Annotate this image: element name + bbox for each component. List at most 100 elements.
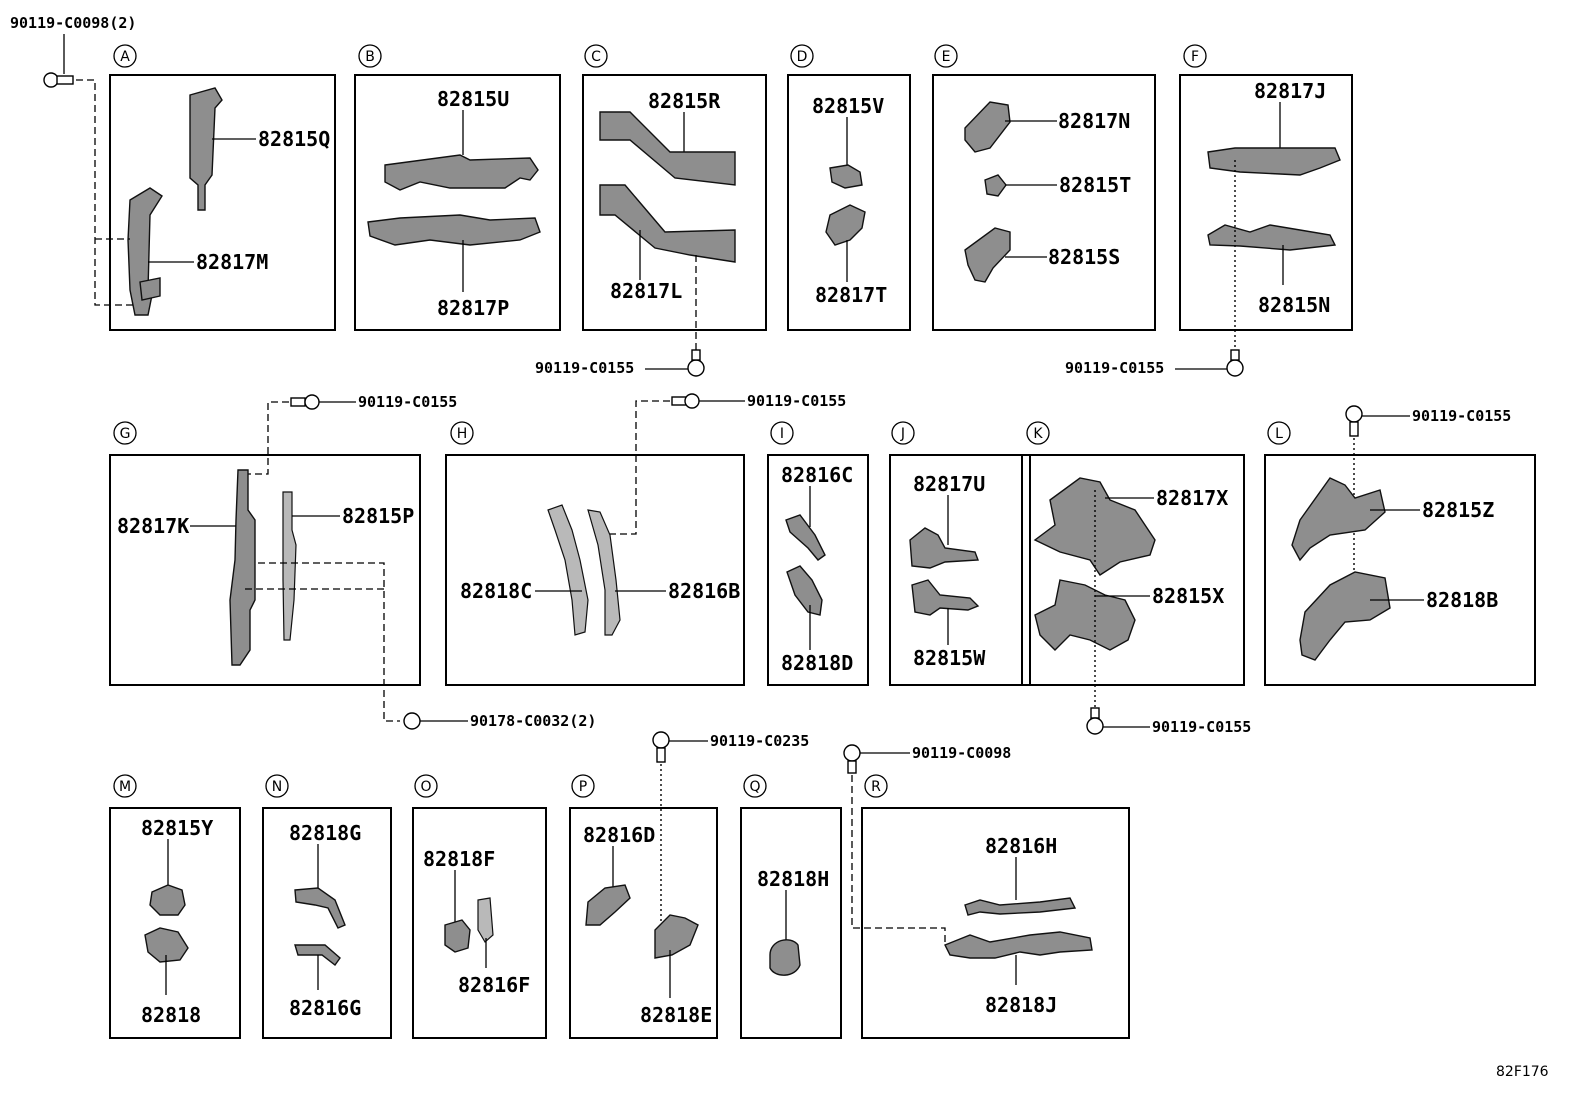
section-letter-o: O bbox=[420, 779, 431, 795]
part-82816g-label: 82816G bbox=[289, 996, 361, 1020]
section-n-frame bbox=[262, 807, 392, 1039]
section-letter-l: L bbox=[1275, 426, 1283, 442]
fastener-label-9: 90119-C0235 bbox=[710, 732, 809, 750]
section-f: F 82817J 82815N bbox=[1179, 44, 1353, 352]
section-letter-h: H bbox=[457, 426, 468, 442]
section-letter-b: B bbox=[365, 49, 375, 65]
bolt-shank-icon bbox=[290, 397, 306, 407]
bolt-icon bbox=[843, 744, 861, 762]
section-k: K 82817X 82815X bbox=[1021, 421, 1245, 712]
bracket-82817j-shape bbox=[1207, 147, 1341, 176]
section-f-frame bbox=[1179, 74, 1353, 331]
part-82817k-label: 82817K bbox=[117, 514, 189, 538]
section-letter-d: D bbox=[797, 49, 808, 65]
fastener-label-5: 90178-C0032(2) bbox=[470, 712, 596, 730]
bracket-82815q-shape bbox=[189, 87, 223, 211]
bolt-shank-icon bbox=[1349, 421, 1359, 437]
section-g-frame bbox=[109, 454, 421, 686]
section-q: Q 82818H bbox=[740, 774, 842, 1039]
clip-82818f-shape bbox=[444, 919, 471, 953]
section-letter-r: R bbox=[871, 779, 881, 795]
part-82817u-label: 82817U bbox=[913, 472, 985, 496]
section-j: J 82817U 82815W bbox=[889, 421, 1031, 686]
bolt-icon bbox=[1345, 405, 1363, 423]
fastener-label-8: 90119-C0155 bbox=[1412, 407, 1511, 425]
part-82817l-label: 82817L bbox=[610, 279, 682, 303]
fastener-label-3: 90119-C0155 bbox=[1065, 359, 1164, 377]
part-82818g-label: 82818G bbox=[289, 821, 361, 845]
part-82817t-label: 82817T bbox=[815, 283, 887, 307]
fastener-f-90119-c0155: 90119-C0155 bbox=[1065, 349, 1244, 377]
section-n: N 82818G 82816G bbox=[262, 774, 392, 1039]
part-82818j-label: 82818J bbox=[985, 993, 1057, 1017]
section-r-frame bbox=[861, 807, 1130, 1039]
fastener-c-90119-c0155: 90119-C0155 bbox=[535, 349, 705, 377]
part-82818c-label: 82818C bbox=[460, 579, 532, 603]
bracket-82818d-shape bbox=[786, 565, 823, 616]
part-82815n-label: 82815N bbox=[1258, 293, 1330, 317]
section-o-frame bbox=[412, 807, 547, 1039]
section-l: L 82815Z 82818B bbox=[1264, 421, 1536, 686]
section-letter-c: C bbox=[591, 49, 601, 65]
section-letter-q: Q bbox=[749, 779, 760, 795]
bracket-82817l-shape bbox=[599, 184, 736, 263]
section-m-frame bbox=[109, 807, 241, 1039]
part-82815t-label: 82815T bbox=[1059, 173, 1131, 197]
section-letter-e: E bbox=[942, 49, 951, 65]
bracket-82815x-shape bbox=[1034, 579, 1136, 651]
section-r: R 82816H 82818J bbox=[861, 774, 1130, 1039]
clip-82816f-shape bbox=[477, 897, 494, 943]
section-g: G 82817K 82815P bbox=[109, 421, 421, 722]
bracket-82816d-shape bbox=[585, 884, 631, 926]
part-82815q-label: 82815Q bbox=[258, 127, 330, 151]
bracket-82816b-shape bbox=[587, 509, 621, 636]
section-h-frame bbox=[445, 454, 745, 686]
clip-82815y-shape bbox=[149, 884, 186, 916]
part-82815v-label: 82815V bbox=[812, 94, 884, 118]
part-82818f-label: 82818F bbox=[423, 847, 495, 871]
section-d-frame bbox=[787, 74, 911, 331]
bracket-82817t-shape bbox=[825, 204, 866, 246]
part-82818h-label: 82818H bbox=[757, 867, 829, 891]
part-82816d-label: 82816D bbox=[583, 823, 655, 847]
section-letter-k: K bbox=[1033, 426, 1043, 442]
bracket-82815u-shape bbox=[384, 154, 539, 191]
fastener-g-90119-c0155: 90119-C0155 bbox=[248, 393, 457, 475]
section-letter-p: P bbox=[579, 779, 587, 795]
bolt-icon bbox=[304, 394, 320, 410]
section-letter-g: G bbox=[120, 426, 131, 442]
part-82818e-label: 82818E bbox=[640, 1003, 712, 1027]
section-h: H 82818C 82816B bbox=[445, 421, 745, 686]
bolt-icon bbox=[687, 359, 705, 377]
section-b-frame bbox=[354, 74, 561, 331]
bracket-82817m-foot-shape bbox=[139, 277, 161, 301]
part-82816b-label: 82816B bbox=[668, 579, 740, 603]
bracket-82818c-shape bbox=[547, 504, 589, 636]
section-j-frame bbox=[889, 454, 1031, 686]
clip-82818h-shape bbox=[769, 939, 801, 976]
section-c: C 82815R 82817L bbox=[582, 44, 767, 352]
bracket-82817k-shape bbox=[229, 469, 256, 666]
section-a-frame bbox=[109, 74, 336, 331]
part-82817x-label: 82817X bbox=[1156, 486, 1228, 510]
fastener-label-6: 90119-C0155 bbox=[747, 392, 846, 410]
part-82815u-label: 82815U bbox=[437, 87, 509, 111]
section-a: A 82815Q 82817M bbox=[76, 44, 336, 331]
part-82815w-label: 82815W bbox=[913, 646, 986, 670]
part-82818b-label: 82818B bbox=[1426, 588, 1498, 612]
bolt-shank-icon bbox=[1090, 707, 1100, 719]
section-c-frame bbox=[582, 74, 767, 331]
fastener-r-90119-c0098: 90119-C0098 bbox=[843, 744, 1011, 945]
fastener-label-1: 90119-C0098(2) bbox=[10, 14, 136, 32]
section-e-frame bbox=[932, 74, 1156, 331]
part-82815z-label: 82815Z bbox=[1422, 498, 1494, 522]
part-82815p-label: 82815P bbox=[342, 504, 414, 528]
section-letter-n: N bbox=[272, 779, 282, 795]
section-p: P 82816D 82818E bbox=[569, 774, 718, 1039]
bracket-82818j-shape bbox=[944, 931, 1093, 959]
bracket-82818b-shape bbox=[1299, 571, 1391, 661]
bracket-82817p-shape bbox=[367, 214, 541, 246]
bracket-82816h-shape bbox=[964, 897, 1077, 916]
section-m: M 82815Y 82818 bbox=[109, 774, 241, 1039]
